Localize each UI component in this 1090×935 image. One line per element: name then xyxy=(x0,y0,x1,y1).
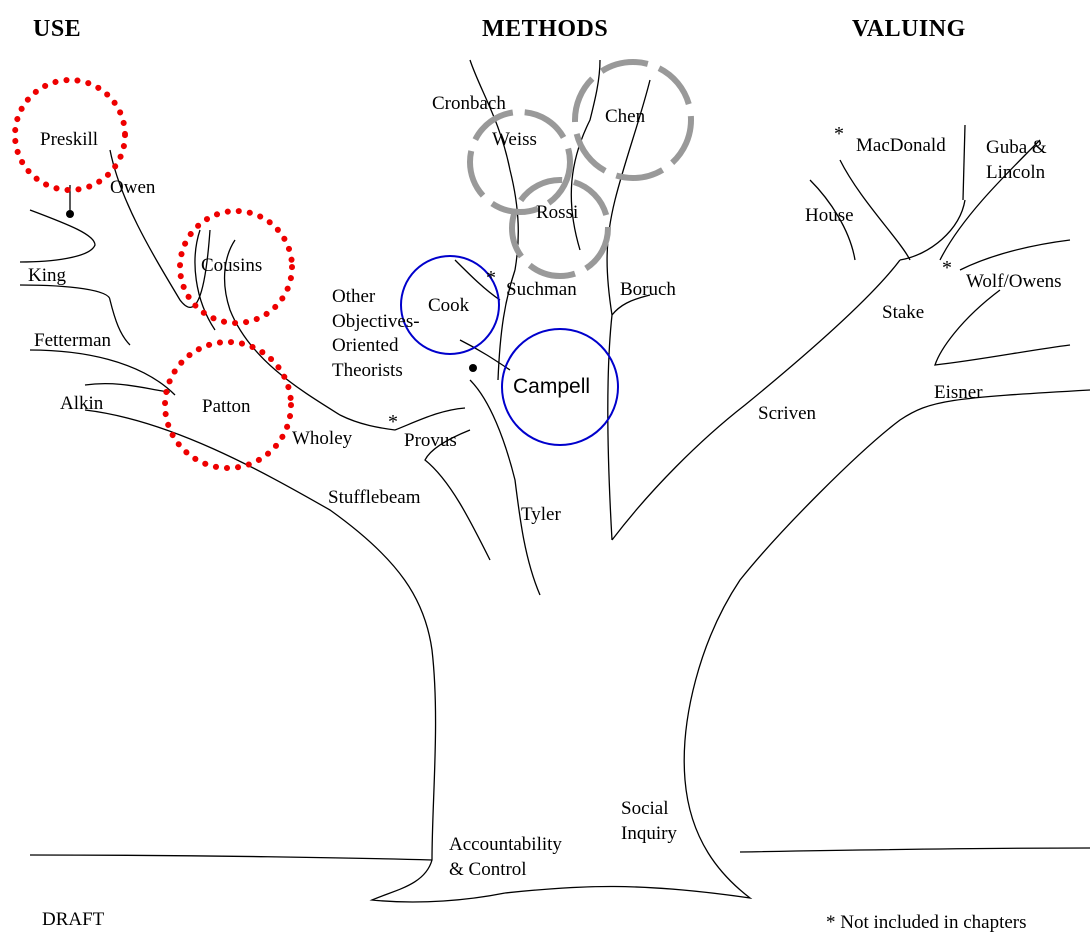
use-heading: USE xyxy=(33,16,82,42)
label-owen: Owen xyxy=(110,177,156,198)
rossi-highlight xyxy=(509,177,611,279)
ground-line xyxy=(29,847,1090,861)
other-line-4: Theorists xyxy=(332,360,403,382)
social-line-2: Inquiry xyxy=(621,822,677,844)
preskill-node xyxy=(66,210,74,218)
patton-highlight xyxy=(162,339,294,471)
label-king: King xyxy=(28,265,66,286)
label-campbell: Campell xyxy=(513,375,591,398)
label-tyler: Tyler xyxy=(521,504,561,525)
label-wolf-owens: Wolf/Owens xyxy=(966,271,1062,292)
label-scriven: Scriven xyxy=(758,403,817,424)
label-patton: Patton xyxy=(202,396,251,417)
methods-gray-circles xyxy=(467,59,694,279)
asterisk-suchman: * xyxy=(486,267,496,289)
guba-line-1: Guba & xyxy=(986,137,1047,158)
label-social-inquiry: Social Inquiry xyxy=(621,797,677,846)
label-cook: Cook xyxy=(428,295,470,316)
other-line-3: Oriented xyxy=(332,335,399,357)
node-dots xyxy=(66,210,477,372)
methods-branches xyxy=(394,59,651,596)
label-house: House xyxy=(805,205,854,226)
label-suchman: Suchman xyxy=(506,279,577,300)
chen-highlight xyxy=(572,59,694,181)
label-stake: Stake xyxy=(882,302,925,323)
label-accountability-control: Accountability & Control xyxy=(449,833,562,882)
other-line-2: Objectives- xyxy=(332,310,420,332)
guba-line-2: Lincoln xyxy=(986,161,1046,183)
footnote-not-included: * Not included in chapters xyxy=(826,912,1027,933)
label-preskill: Preskill xyxy=(40,129,99,150)
asterisk-macdonald: * xyxy=(834,123,844,145)
campbell-highlight xyxy=(501,328,619,446)
social-line-1: Social xyxy=(621,798,669,819)
label-guba-lincoln: Guba & Lincoln xyxy=(986,136,1047,185)
accountability-line-1: Accountability xyxy=(449,834,562,855)
methods-blue-circles xyxy=(400,255,619,446)
asterisk-provus: * xyxy=(388,411,398,433)
asterisk-wolf-owens: * xyxy=(942,257,952,279)
label-cousins: Cousins xyxy=(201,255,263,276)
label-weiss: Weiss xyxy=(492,129,537,150)
use-highlight-circles xyxy=(12,77,295,471)
label-eisner: Eisner xyxy=(934,382,983,403)
weiss-highlight xyxy=(467,109,573,215)
label-cronbach: Cronbach xyxy=(432,93,506,114)
draft-label: DRAFT xyxy=(42,909,105,930)
campbell-node xyxy=(469,364,477,372)
label-rossi: Rossi xyxy=(536,202,579,223)
label-boruch: Boruch xyxy=(620,279,676,300)
valuing-branches xyxy=(809,124,1071,366)
trunk-outline xyxy=(84,259,1090,903)
methods-heading: METHODS xyxy=(482,16,609,42)
label-provus: Provus xyxy=(404,430,457,451)
cousins-highlight xyxy=(177,208,295,326)
preskill-highlight xyxy=(12,77,128,193)
label-stufflebeam: Stufflebeam xyxy=(328,487,421,508)
cook-highlight xyxy=(400,255,500,355)
valuing-heading: VALUING xyxy=(852,16,966,42)
label-macdonald: MacDonald xyxy=(856,135,946,156)
label-wholey: Wholey xyxy=(292,428,353,449)
label-chen: Chen xyxy=(605,106,646,127)
label-fetterman: Fetterman xyxy=(34,330,112,351)
label-alkin: Alkin xyxy=(60,393,104,414)
accountability-line-2: & Control xyxy=(449,858,527,880)
label-other-objectives-oriented-theorists: Other Objectives- Oriented Theorists xyxy=(332,285,420,384)
other-line-1: Other xyxy=(332,286,376,307)
